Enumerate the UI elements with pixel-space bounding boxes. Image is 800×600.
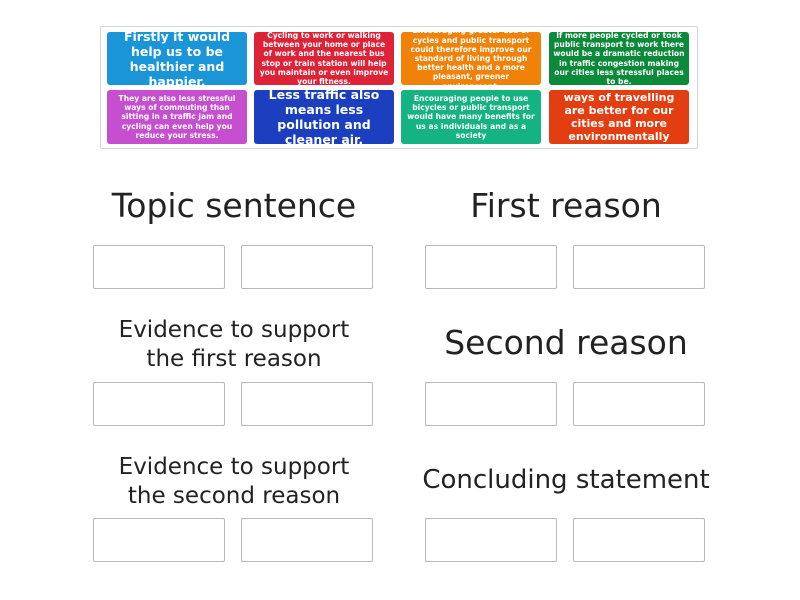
drop-slot-second-reason-1[interactable] xyxy=(425,382,557,426)
drop-slot-concluding-1[interactable] xyxy=(425,518,557,562)
zone-title-concluding-statement: Concluding statement xyxy=(422,465,710,495)
sort-card-text: Cycling to work or walking between your … xyxy=(259,32,389,85)
drop-slot-topic-1[interactable] xyxy=(93,245,225,289)
zone-title-line: the first reason xyxy=(146,346,322,372)
sort-card-2[interactable]: Cycling to work or walking between your … xyxy=(254,32,394,85)
sort-card-text: Less traffic also means less pollution a… xyxy=(268,90,380,144)
zone-title-first-reason: First reason xyxy=(470,186,662,225)
sort-card-text: They are also less stressful ways of com… xyxy=(118,93,236,140)
drop-slot-evidence-first-2[interactable] xyxy=(241,382,373,426)
sort-card-text: Encouraging people to use bicycles or pu… xyxy=(407,93,535,140)
drop-slot-evidence-second-1[interactable] xyxy=(93,518,225,562)
zone-title-evidence-first: Evidence to support the first reason xyxy=(84,316,384,374)
sort-card-text: If more people cycled or took public tra… xyxy=(553,32,685,85)
drop-slot-evidence-second-2[interactable] xyxy=(241,518,373,562)
drop-slot-first-reason-2[interactable] xyxy=(573,245,705,289)
zone-title-line: Evidence to support xyxy=(118,317,350,343)
zone-title-line: the second reason xyxy=(127,483,341,509)
sort-card-6[interactable]: Less traffic also means less pollution a… xyxy=(254,90,394,144)
sort-card-text: Firstly it would help us to be healthier… xyxy=(123,32,231,85)
drop-slot-second-reason-2[interactable] xyxy=(573,382,705,426)
zone-title-topic-sentence: Topic sentence xyxy=(111,186,357,225)
sort-card-text: Encouraging greater use of cycles and pu… xyxy=(410,32,532,85)
zone-title-line: Evidence to support xyxy=(118,454,350,480)
sort-card-1[interactable]: Firstly it would help us to be healthier… xyxy=(107,32,247,85)
sort-card-4[interactable]: If more people cycled or took public tra… xyxy=(549,32,689,85)
drop-slot-evidence-first-1[interactable] xyxy=(93,382,225,426)
drop-slot-first-reason-1[interactable] xyxy=(425,245,557,289)
sort-card-5[interactable]: They are also less stressful ways of com… xyxy=(107,90,247,144)
card-tray: Firstly it would help us to be healthier… xyxy=(100,26,698,149)
drop-slot-topic-2[interactable] xyxy=(241,245,373,289)
drop-slot-concluding-2[interactable] xyxy=(573,518,705,562)
sort-card-3[interactable]: Encouraging greater use of cycles and pu… xyxy=(401,32,541,85)
zone-title-second-reason: Second reason xyxy=(444,323,688,362)
sort-card-7[interactable]: Encouraging people to use bicycles or pu… xyxy=(401,90,541,144)
zone-title-evidence-second: Evidence to support the second reason xyxy=(84,453,384,511)
